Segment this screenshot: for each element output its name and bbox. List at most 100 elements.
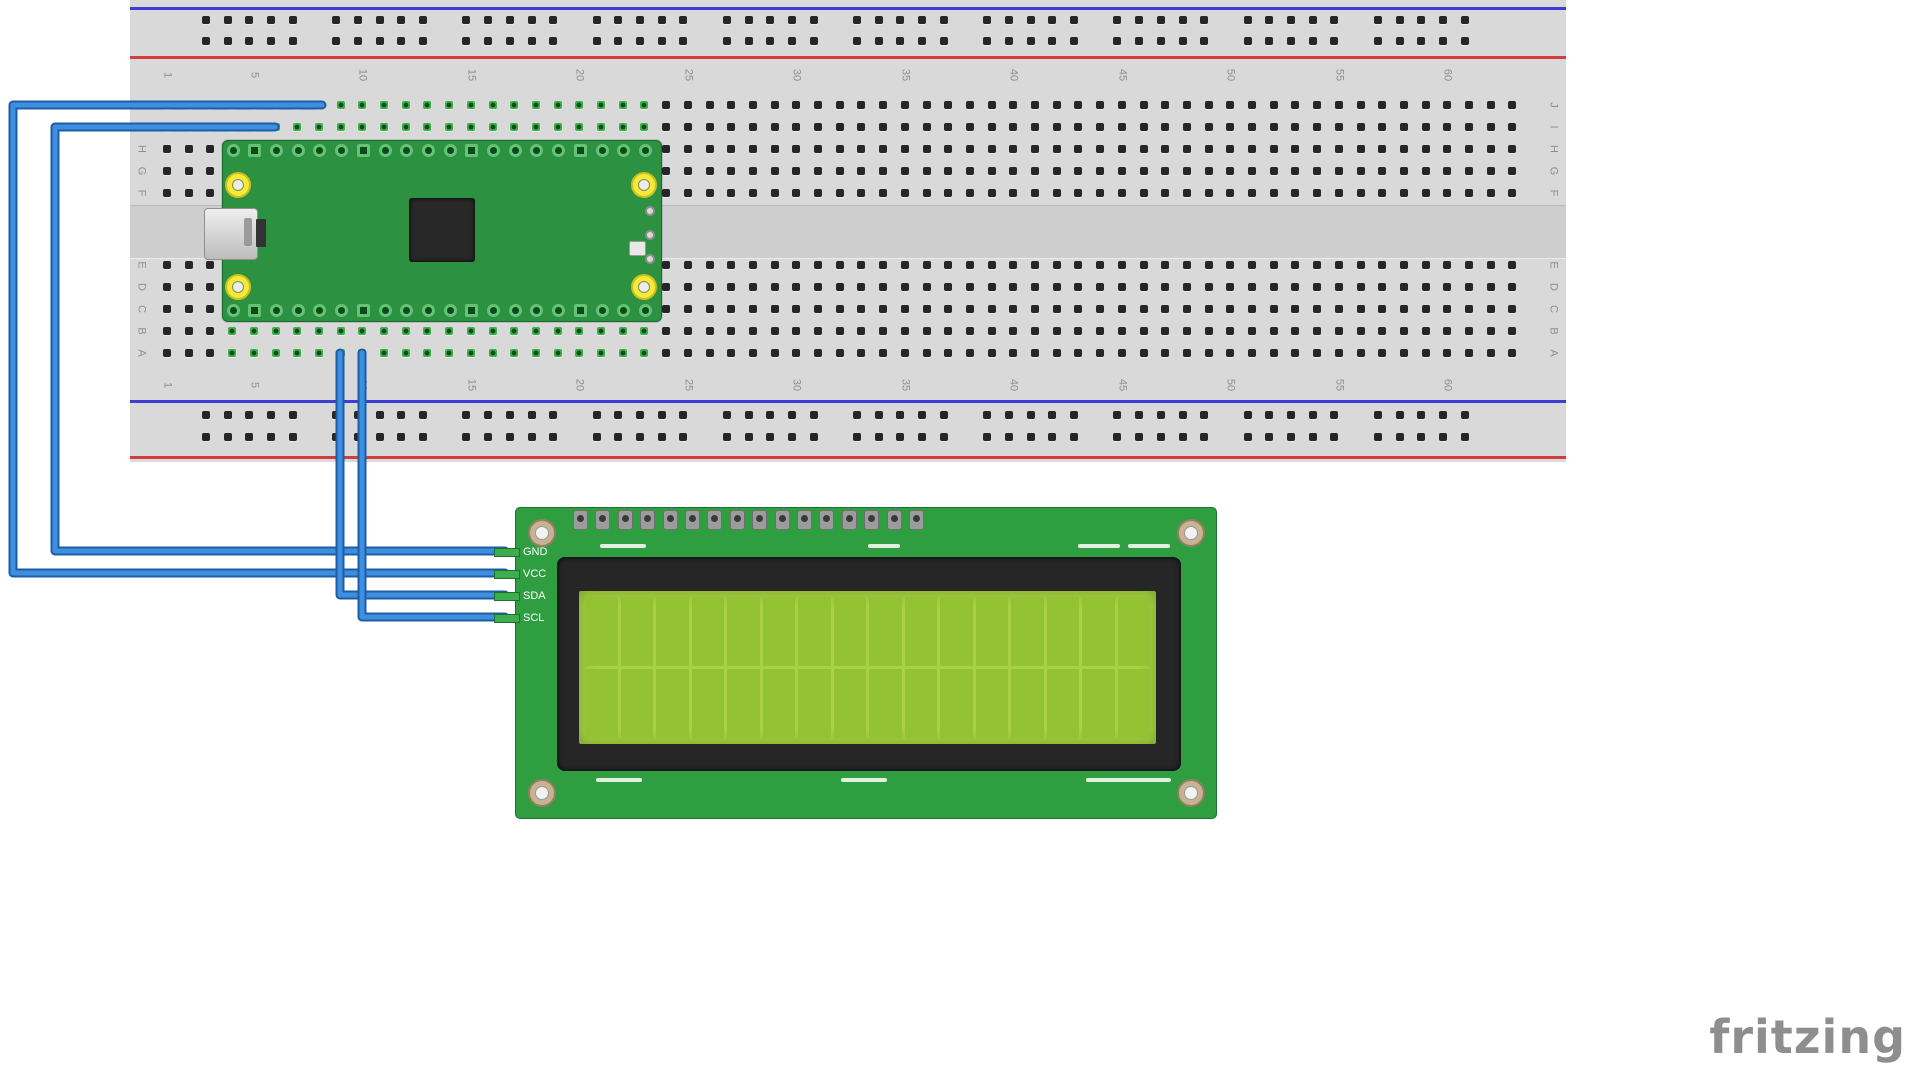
teensy-pin <box>378 303 392 317</box>
teensy-pin <box>421 303 435 317</box>
lcd-character-cell <box>904 597 937 666</box>
mounting-pad-yellow <box>631 172 657 198</box>
lcd-character-cell <box>656 597 689 666</box>
silkscreen-mark <box>841 778 887 782</box>
teensy-pin <box>356 143 370 157</box>
lcd-character-cell <box>585 669 618 738</box>
lcd-header-pin <box>752 510 768 530</box>
fritzing-logo: fritzing <box>1709 1010 1906 1064</box>
lcd-character-cell <box>1011 597 1044 666</box>
program-pad <box>645 254 655 264</box>
lcd-screen <box>579 591 1156 744</box>
lcd-header-pin <box>909 510 924 530</box>
lcd-pin-gnd[interactable] <box>494 547 520 557</box>
lcd-header-pin <box>595 510 611 530</box>
teensy-pin <box>291 303 305 317</box>
lcd-character-cell <box>940 597 973 666</box>
teensy-pin <box>595 303 609 317</box>
lcd-character-cell <box>798 669 831 738</box>
silkscreen-mark <box>596 778 642 782</box>
teensy-pin <box>226 303 240 317</box>
program-pad <box>645 230 655 240</box>
lcd-character-cell <box>1082 669 1115 738</box>
reset-button[interactable] <box>629 241 646 256</box>
lcd-header-pin <box>617 510 633 530</box>
teensy-pin <box>552 303 566 317</box>
teensy-pin <box>443 303 457 317</box>
teensy-pin <box>270 143 283 157</box>
lcd-character-cell <box>798 597 831 666</box>
lcd-pin-scl[interactable] <box>494 613 520 623</box>
lcd-pin-vcc[interactable] <box>494 569 520 579</box>
lcd-character-cell <box>904 669 937 738</box>
teensy-pin <box>335 143 349 157</box>
teensy-pin <box>573 143 587 157</box>
program-pad <box>645 206 655 216</box>
lcd-character-cell <box>656 669 689 738</box>
negative-rail-line-bottom <box>130 400 1566 403</box>
teensy-pin <box>313 143 327 157</box>
teensy-pin <box>248 303 262 317</box>
lcd-header-pin <box>662 510 678 530</box>
lcd-character-cell <box>833 597 866 666</box>
lcd-header-pin <box>797 510 812 530</box>
teensy-pin <box>313 303 327 317</box>
silkscreen-mark <box>1078 544 1120 548</box>
usb-solder-pins <box>256 219 266 247</box>
teensy-pin <box>335 303 349 317</box>
micro-usb-connector <box>204 208 258 260</box>
negative-rail-line-top <box>130 7 1566 10</box>
lcd-header-pin <box>886 510 902 530</box>
lcd-character-cell <box>620 597 653 666</box>
lcd-character-cell <box>940 669 973 738</box>
lcd-character-cell <box>869 597 902 666</box>
lcd-header-pin <box>841 510 857 530</box>
lcd-character-cell <box>975 597 1008 666</box>
silkscreen-mark <box>868 544 900 548</box>
mounting-pad-yellow <box>631 274 657 300</box>
lcd-header-pin <box>729 510 745 530</box>
teensy-pin <box>421 143 435 157</box>
lcd-bezel <box>557 557 1181 771</box>
teensy-pin <box>595 143 609 157</box>
teensy-pin <box>400 143 414 157</box>
teensy-pin <box>378 143 392 157</box>
lcd-header-pin <box>685 510 700 530</box>
teensy-pin <box>356 303 370 317</box>
lcd-character-cell <box>1011 669 1044 738</box>
mounting-pad-yellow <box>225 172 251 198</box>
lcd-character-cell <box>762 669 795 738</box>
teensy-pin <box>638 143 652 157</box>
teensy-pin <box>226 143 240 157</box>
positive-rail-line-bottom <box>130 456 1566 459</box>
lcd-pin-label: GND <box>523 546 548 558</box>
lcd-character-cell <box>1046 669 1079 738</box>
teensy-pin <box>443 143 457 157</box>
wire-scl[interactable] <box>357 348 510 622</box>
lcd-character-cell <box>691 669 724 738</box>
teensy-pin <box>508 143 522 157</box>
silkscreen-mark <box>600 544 646 548</box>
teensy-pin <box>487 303 500 317</box>
lcd-mounting-hole <box>1177 519 1205 547</box>
teensy-pin <box>487 143 500 157</box>
lcd-header-pin <box>774 510 790 530</box>
lcd-character-cell <box>727 669 760 738</box>
lcd-character-cell <box>691 597 724 666</box>
teensy-pin <box>573 303 587 317</box>
lcd-header-pin <box>573 510 588 530</box>
silkscreen-mark <box>1128 544 1170 548</box>
lcd-character-cell <box>1046 597 1079 666</box>
teensy-pin <box>617 303 631 317</box>
teensy-pin <box>465 303 479 317</box>
microcontroller-board[interactable] <box>204 140 662 322</box>
lcd-pin-sda[interactable] <box>494 591 520 601</box>
teensy-pin <box>638 303 652 317</box>
lcd-character-cell <box>869 669 902 738</box>
lcd-header-pin <box>707 510 723 530</box>
lcd-mounting-hole <box>1177 779 1205 807</box>
lcd-character-cell <box>833 669 866 738</box>
lcd-character-cell <box>727 597 760 666</box>
